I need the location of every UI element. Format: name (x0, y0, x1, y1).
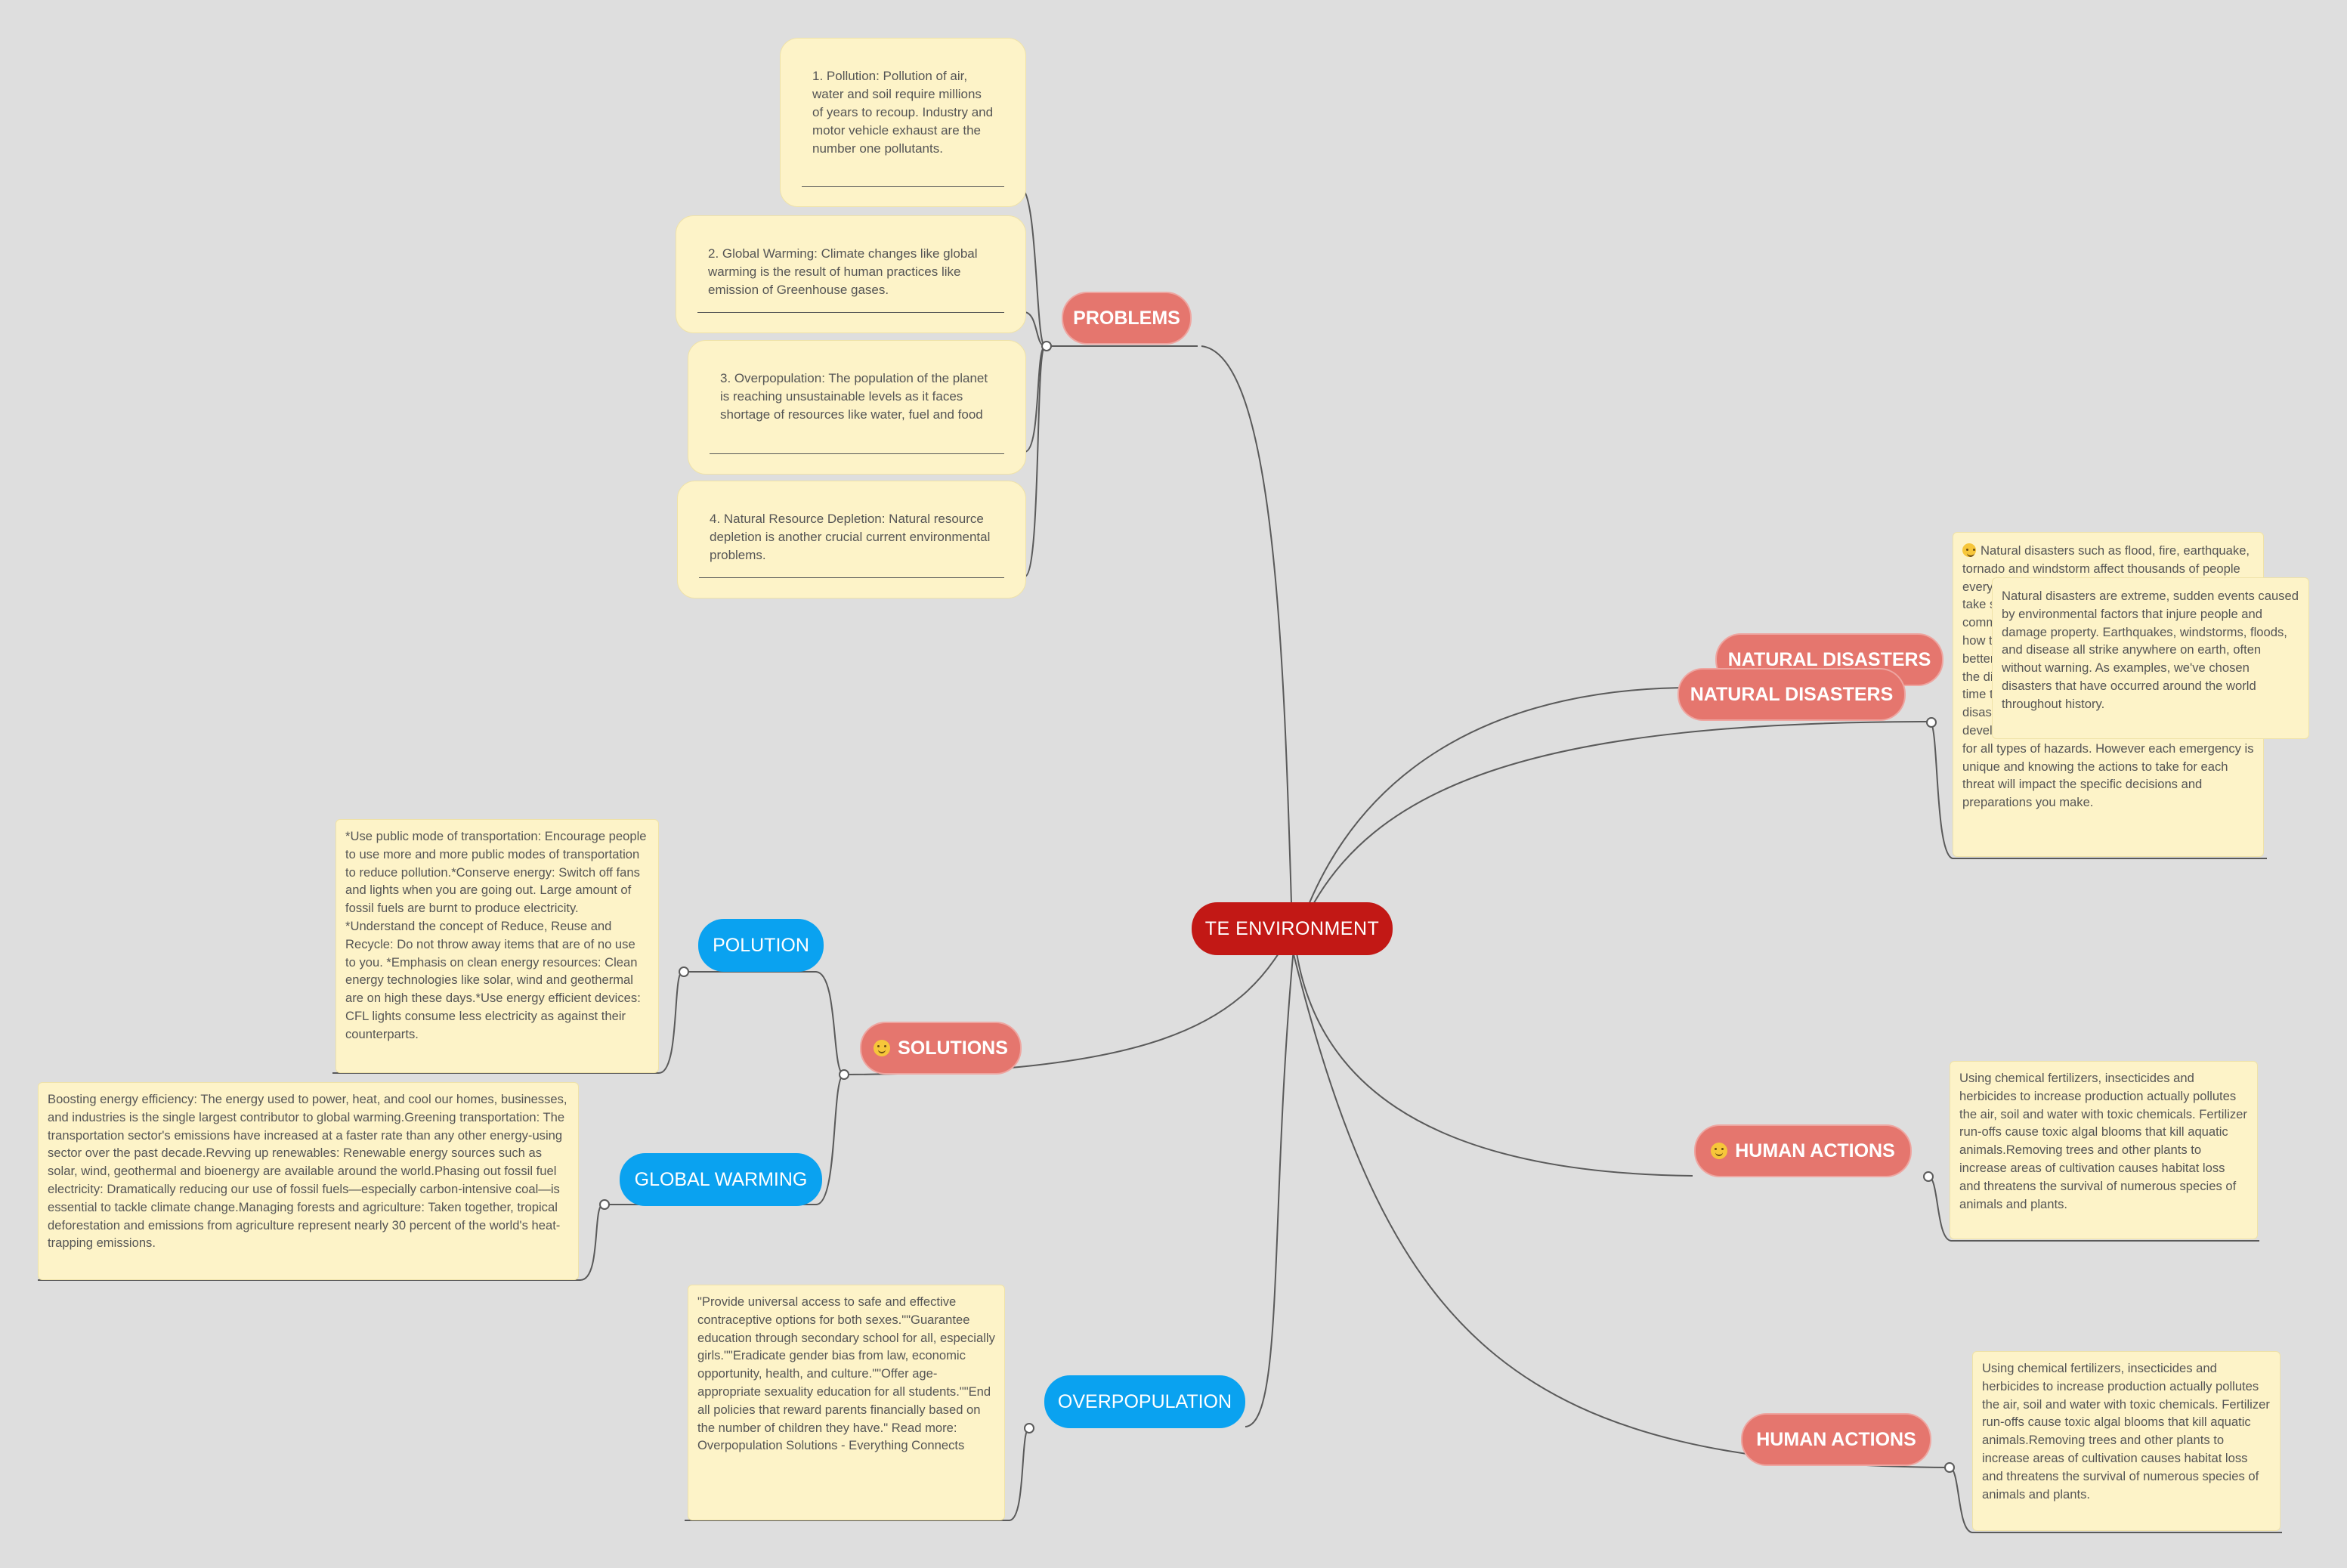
problem-note-global-warming[interactable]: 2. Global Warming: Climate changes like … (676, 215, 1026, 333)
human-actions-note-1[interactable]: Using chemical fertilizers, insecticides… (1950, 1061, 2258, 1239)
note-underline (697, 312, 1004, 313)
natural-disasters-note-front-text: Natural disasters are extreme, sudden ev… (2002, 589, 2299, 711)
overpopulation-topic-label: OVERPOPULATION (1057, 1390, 1232, 1412)
global-warming-subtopic[interactable]: GLOBAL WARMING (620, 1153, 822, 1206)
overpopulation-solution-note[interactable]: "Provide universal access to safe and ef… (688, 1285, 1005, 1520)
problems-topic-label: PROBLEMS (1073, 307, 1180, 329)
human-actions-topic-1[interactable]: HUMAN ACTIONS (1694, 1124, 1912, 1177)
pollution-solution-note[interactable]: *Use public mode of transportation: Enco… (336, 819, 659, 1073)
human-actions-note-1-text: Using chemical fertilizers, insecticides… (1959, 1071, 2247, 1211)
pollution-subtopic[interactable]: POLUTION (698, 919, 824, 972)
note-underline (802, 186, 1004, 187)
problem-note-overpopulation-text: 3. Overpopulation: The population of the… (720, 371, 988, 422)
root-topic-label: TE ENVIRONMENT (1204, 917, 1380, 939)
problem-note-overpopulation[interactable]: 3. Overpopulation: The population of the… (688, 340, 1026, 475)
human-actions-note-2[interactable]: Using chemical fertilizers, insecticides… (1972, 1351, 2281, 1531)
note-underline (699, 577, 1004, 578)
note-underline (710, 453, 1004, 454)
natural-disasters-note-front[interactable]: Natural disasters are extreme, sudden ev… (1992, 577, 2309, 739)
problem-note-resource-depletion-text: 4. Natural Resource Depletion: Natural r… (710, 512, 991, 562)
human-actions-topic-2-label: HUMAN ACTIONS (1756, 1428, 1916, 1450)
problem-note-pollution[interactable]: 1. Pollution: Pollution of air, water an… (780, 38, 1026, 207)
worried-emoji-icon (1711, 1143, 1728, 1159)
problems-topic[interactable]: PROBLEMS (1062, 292, 1192, 345)
problem-note-global-warming-text: 2. Global Warming: Climate changes like … (708, 246, 978, 297)
smile-emoji-icon (1962, 543, 1976, 557)
problem-note-pollution-text: 1. Pollution: Pollution of air, water an… (812, 69, 994, 156)
natural-disasters-topic-bottom[interactable]: NATURAL DISASTERS (1678, 668, 1906, 721)
root-topic[interactable]: TE ENVIRONMENT (1192, 902, 1393, 955)
pollution-solution-note-text: *Use public mode of transportation: Enco… (345, 829, 647, 1041)
global-warming-subtopic-label: GLOBAL WARMING (634, 1168, 808, 1190)
pollution-subtopic-label: POLUTION (713, 934, 809, 956)
overpopulation-solution-note-text: "Provide universal access to safe and ef… (697, 1294, 995, 1453)
solutions-topic[interactable]: SOLUTIONS (860, 1022, 1022, 1075)
human-actions-note-2-text: Using chemical fertilizers, insecticides… (1982, 1361, 2270, 1502)
smile-emoji-icon (874, 1040, 891, 1056)
overpopulation-topic[interactable]: OVERPOPULATION (1044, 1375, 1245, 1428)
solutions-topic-label: SOLUTIONS (898, 1037, 1008, 1059)
natural-disasters-topic-top-label: NATURAL DISASTERS (1727, 648, 1931, 670)
global-warming-solution-note-text: Boosting energy efficiency: The energy u… (48, 1092, 567, 1251)
problem-note-resource-depletion[interactable]: 4. Natural Resource Depletion: Natural r… (677, 481, 1026, 598)
human-actions-topic-2[interactable]: HUMAN ACTIONS (1741, 1413, 1931, 1466)
global-warming-solution-note[interactable]: Boosting energy efficiency: The energy u… (38, 1082, 579, 1280)
natural-disasters-topic-bottom-label: NATURAL DISASTERS (1690, 683, 1894, 705)
human-actions-topic-1-label: HUMAN ACTIONS (1735, 1140, 1895, 1161)
